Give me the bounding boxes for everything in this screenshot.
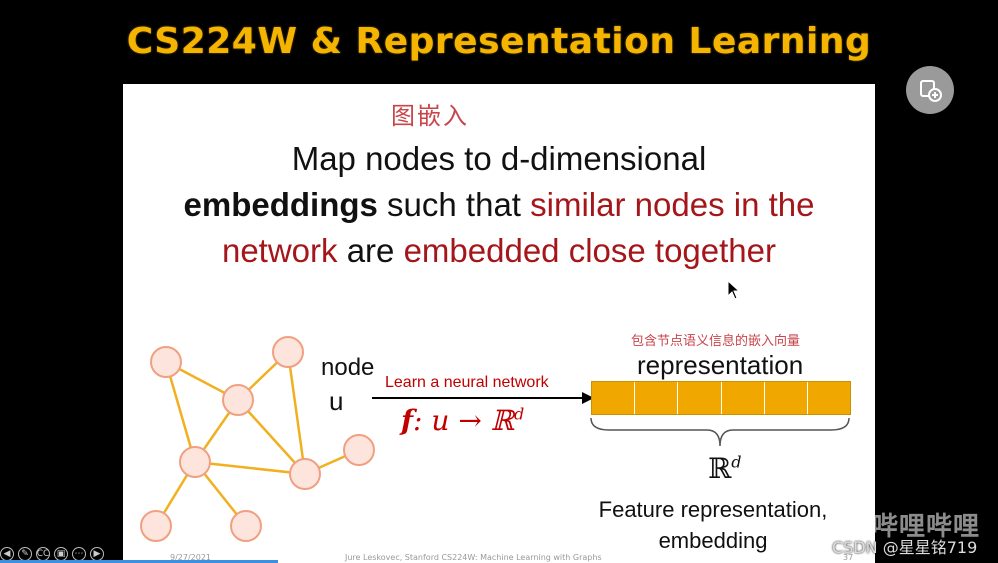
graph-node <box>150 346 182 378</box>
function-sup: d <box>513 404 525 424</box>
slide-canvas: 图嵌入 Map nodes to d-dimensional embedding… <box>123 84 875 563</box>
footer-page-number: 37 <box>843 553 854 562</box>
headline-part5: are <box>337 232 404 269</box>
headline-embeddings: embeddings <box>183 186 378 223</box>
bilibili-logo: 哔哩哔哩 <box>872 512 981 542</box>
vector-cell <box>764 382 808 414</box>
feature-representation-text: Feature representation, embedding <box>563 494 863 556</box>
graph-node <box>140 510 172 542</box>
title-bar: CS224W & Representation Learning <box>0 0 998 82</box>
headline-embedded-close: embedded close together <box>403 232 777 269</box>
embedding-vector <box>591 381 851 415</box>
graph-node <box>272 336 304 368</box>
graph-node <box>289 458 321 490</box>
graph-node <box>230 510 262 542</box>
graph-edge <box>286 351 307 475</box>
progress-bar[interactable] <box>0 560 278 563</box>
cc-icon[interactable]: CC <box>36 547 50 561</box>
feature-line1: Feature representation, <box>598 497 828 522</box>
floating-add-button[interactable] <box>906 66 954 114</box>
graph-edge <box>164 361 197 463</box>
footer-date: 9/27/2021 <box>170 553 212 562</box>
headline-part1: Map nodes to d-dimensional <box>291 140 707 177</box>
function-label: f: u → ℝd <box>401 404 524 437</box>
graph-node <box>179 446 211 478</box>
rd-sup: d <box>731 452 742 472</box>
vector-cell <box>592 382 636 414</box>
handwritten-note-right: 包含节点语义信息的嵌入向量 <box>631 334 801 349</box>
slide-title: CS224W & Representation Learning <box>126 20 872 62</box>
representation-label: representation <box>637 350 804 380</box>
curly-brace <box>590 417 850 447</box>
csdn-watermark: CSDN @星星铭719 <box>832 538 978 557</box>
graph-edge <box>237 399 306 475</box>
function-rest: : u → ℝ <box>413 404 514 437</box>
u-label: u <box>329 386 344 416</box>
footer-text: Jure Leskovec, Stanford CS224W: Machine … <box>345 553 602 562</box>
node-label: node <box>321 354 375 381</box>
rd-base: ℝ <box>708 452 732 485</box>
forward-icon[interactable]: ▶ <box>90 547 104 561</box>
headline-text: Map nodes to d-dimensional embeddings su… <box>143 136 855 274</box>
handwritten-note-top: 图嵌入 <box>391 102 469 130</box>
graph-edge <box>194 460 306 476</box>
vector-cell <box>635 382 679 414</box>
mapping-arrow <box>372 392 594 404</box>
network-graph <box>140 336 375 542</box>
vector-cell <box>678 382 722 414</box>
graph-node <box>343 434 375 466</box>
arrow-label: Learn a neural network <box>385 374 549 391</box>
function-f: f <box>401 404 414 437</box>
rd-label: ℝd <box>708 452 742 485</box>
feature-line2: embedding <box>658 528 768 553</box>
copy-add-icon <box>920 80 942 102</box>
headline-similar-nodes: similar nodes in the network <box>221 186 815 269</box>
video-icon[interactable]: ▣ <box>54 547 68 561</box>
vector-cell <box>721 382 765 414</box>
headline-part3: such that <box>377 186 531 223</box>
mouse-cursor-icon <box>727 280 741 300</box>
pen-icon[interactable]: ✎ <box>18 547 32 561</box>
vector-cell <box>807 382 851 414</box>
back-icon[interactable]: ◀ <box>0 547 14 561</box>
more-icon[interactable]: ⋯ <box>72 547 86 561</box>
graph-node <box>222 384 254 416</box>
